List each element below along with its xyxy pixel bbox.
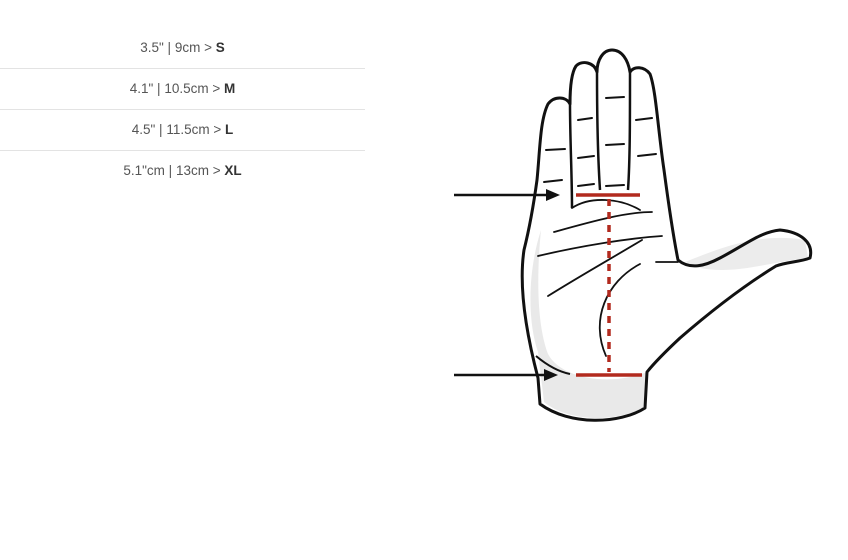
finger-gap-3: [626, 71, 632, 191]
size-row-xl: 5.1"cm | 13cm > XL: [0, 151, 365, 191]
palm-lines: [537, 199, 679, 357]
size-row-m: 4.1" | 10.5cm > M: [0, 69, 365, 110]
size-measure: 5.1"cm | 13cm >: [123, 163, 225, 178]
wrist-crease: [535, 355, 571, 375]
size-measure: 4.5" | 11.5cm >: [131, 122, 225, 137]
finger-gap-2: [595, 71, 602, 191]
finger-gap-1: [568, 103, 574, 209]
arrow-top: [454, 189, 560, 201]
size-label: L: [224, 122, 234, 137]
arrow-bottom: [454, 369, 558, 381]
size-row-l: 4.5" | 11.5cm > L: [0, 110, 365, 151]
hand-shadow: [530, 230, 647, 419]
size-measure: 3.5" | 9cm >: [140, 40, 216, 55]
size-measure: 4.1" | 10.5cm >: [129, 81, 224, 96]
size-label: XL: [224, 163, 242, 178]
measurement-guide: [576, 193, 642, 377]
hand-outline: [520, 48, 813, 422]
size-label: M: [223, 81, 236, 96]
size-row-s: 3.5" | 9cm > S: [0, 28, 365, 69]
size-label: S: [215, 40, 225, 55]
hand-measurement-icon: [454, 48, 813, 422]
size-chart: 3.5" | 9cm > S 4.1" | 10.5cm > M 4.5" | …: [0, 28, 365, 191]
thumb-shadow: [685, 237, 808, 271]
knuckle-creases: [543, 96, 657, 187]
